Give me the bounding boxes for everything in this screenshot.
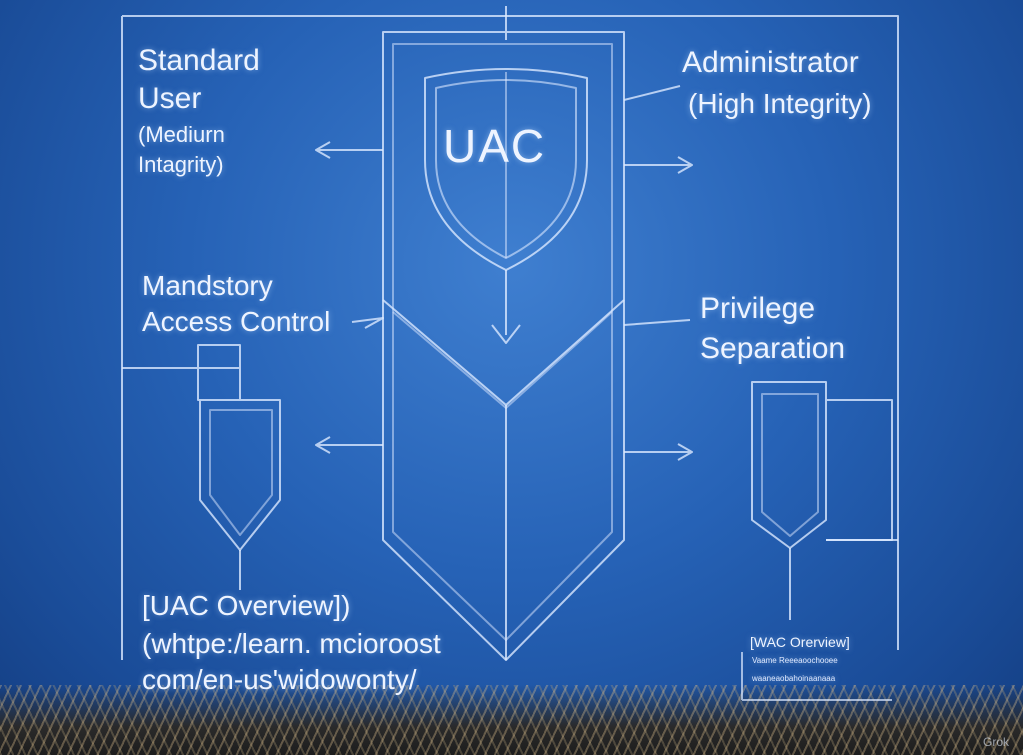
left-vessel-inner: [209, 409, 273, 536]
center-pillar: [382, 6, 625, 661]
connector-mac: [351, 317, 384, 329]
uac-shield: [424, 68, 588, 271]
uac-shield-inner: [435, 79, 577, 259]
watermark: Grok: [982, 735, 1009, 749]
arrow-left-mid: [315, 436, 383, 454]
connector-admin: [623, 85, 681, 101]
left-vessel: [122, 344, 281, 551]
pillar-inner: [392, 43, 613, 641]
pillar-chevron-2: [392, 311, 613, 409]
down-arrow: [491, 270, 521, 344]
right-vessel-inner: [761, 393, 819, 537]
pillar-chevron: [382, 299, 625, 406]
arrow-right-mid: [624, 443, 693, 461]
right-vessel: [751, 381, 893, 549]
connector-privilege: [623, 319, 691, 326]
note-box: [741, 652, 892, 701]
uac-shield-label: UAC: [443, 120, 547, 172]
arrow-left-top: [315, 141, 383, 159]
arrow-right-top: [624, 156, 693, 174]
outer-frame: [121, 15, 899, 660]
ground-texture: [0, 685, 1023, 755]
